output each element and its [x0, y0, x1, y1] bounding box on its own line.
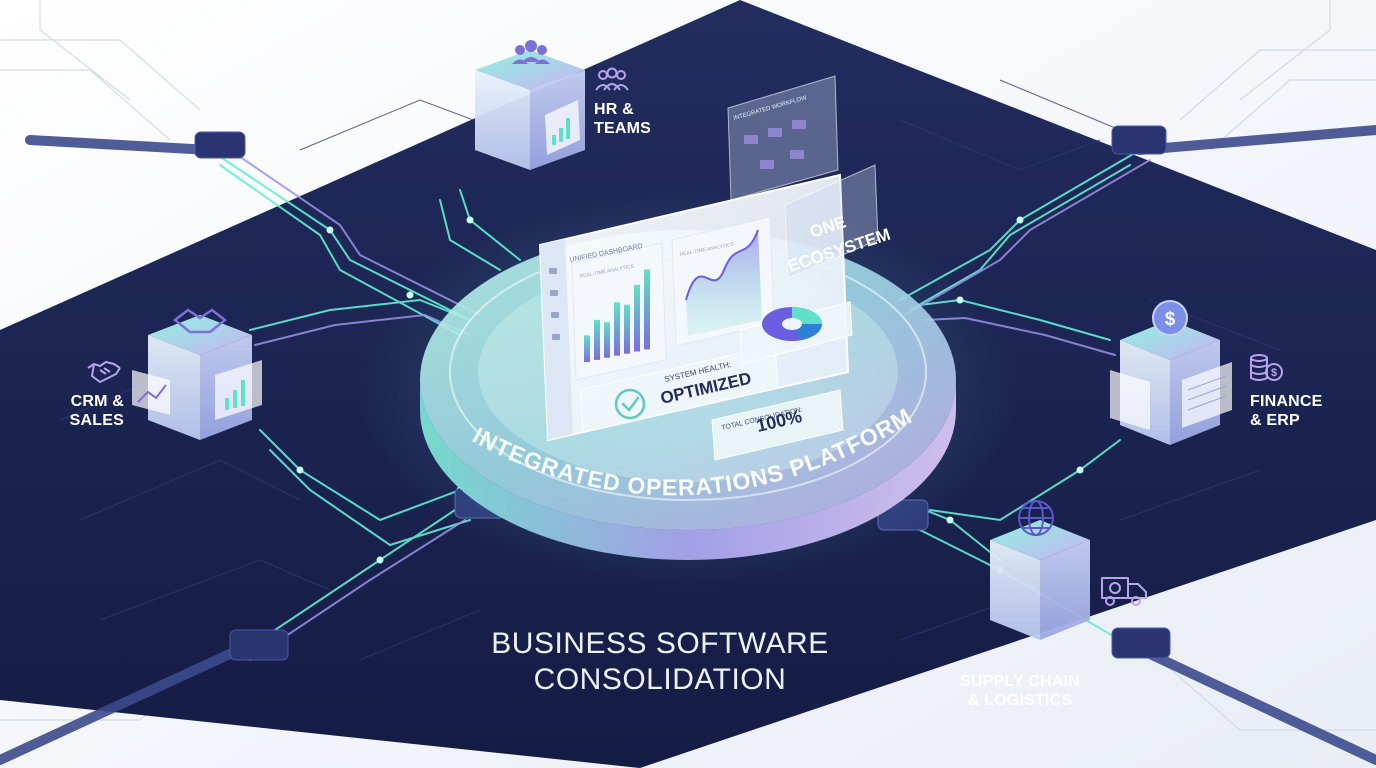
finance-erp-label: FINANCE & ERP	[1250, 392, 1323, 430]
finance-label-line1: FINANCE	[1250, 393, 1323, 410]
hr-teams-label: HR & TEAMS	[594, 100, 651, 138]
supply-module-cube	[990, 500, 1090, 640]
truck-icon	[1101, 577, 1147, 606]
hr-module-cube	[475, 40, 585, 170]
hr-label-line1: HR &	[594, 101, 634, 118]
crm-label-line1: CRM &	[70, 393, 124, 410]
page-title: BUSINESS SOFTWARE CONSOLIDATION	[440, 626, 880, 698]
hr-label-line2: TEAMS	[594, 120, 651, 137]
consolidation-card: TOTAL CONSOLIDATION: 100%	[711, 389, 844, 461]
finance-module-cube: $	[1110, 300, 1232, 445]
supply-label-line2: & LOGISTICS	[967, 692, 1073, 709]
coins-icon: $	[1250, 354, 1283, 381]
svg-text:$: $	[1165, 309, 1176, 330]
svg-text:$: $	[1271, 367, 1277, 379]
dashboard-bar	[584, 335, 590, 362]
crm-handshake-glyph	[172, 308, 228, 334]
crm-sales-label: CRM & SALES	[40, 392, 124, 430]
title-line2: CONSOLIDATION	[533, 663, 787, 696]
title-line1: BUSINESS SOFTWARE	[491, 627, 829, 660]
dashboard-bar	[594, 319, 600, 360]
dashboard-bar	[614, 302, 620, 356]
finance-coin-glyph	[1152, 300, 1188, 336]
dashboard-line-series	[685, 229, 759, 301]
dashboard-bar	[624, 304, 630, 354]
dashboard-bar	[644, 269, 650, 350]
handshake-icon	[87, 361, 121, 383]
dashboard-bar	[604, 322, 610, 358]
crm-label-line2: SALES	[69, 412, 124, 429]
supply-chain-label: SUPPLY CHAIN & LOGISTICS	[950, 672, 1090, 710]
dashboard-bar-chart	[584, 269, 650, 362]
dashboard-bar	[634, 284, 640, 352]
hr-people-glyph	[512, 40, 550, 64]
supply-globe-glyph	[1018, 500, 1054, 536]
supply-label-line1: SUPPLY CHAIN	[960, 673, 1080, 690]
dashboard-area-chart	[686, 230, 762, 336]
finance-label-line2: & ERP	[1250, 412, 1300, 429]
donut-chart	[739, 301, 853, 365]
crm-module-cube	[132, 308, 262, 440]
people-icon	[595, 67, 629, 91]
